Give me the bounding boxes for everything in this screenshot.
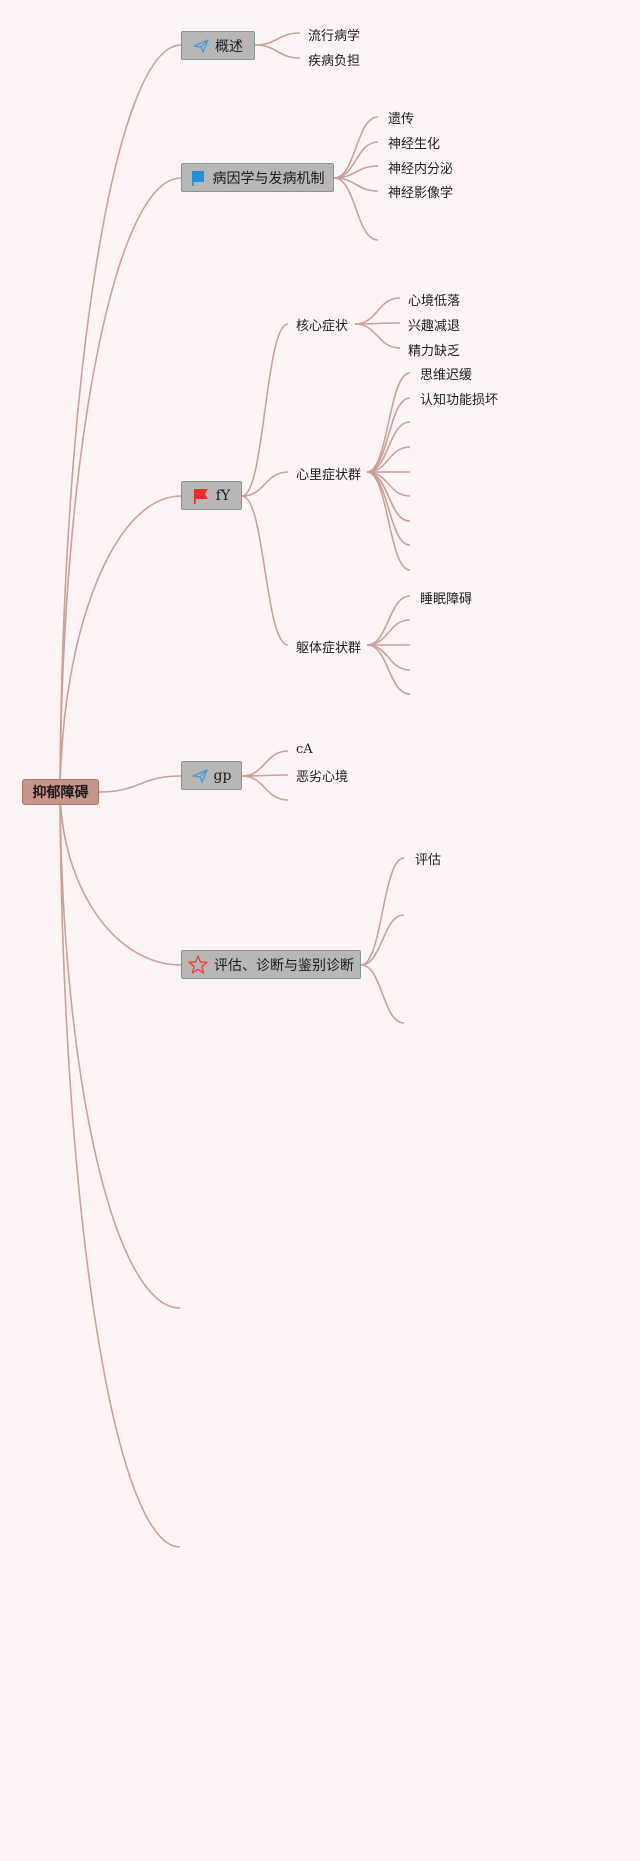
root-node[interactable]: 抑郁障碍 [22, 779, 99, 805]
connector-line [241, 750, 289, 777]
connector-line [366, 421, 411, 473]
leaf-item[interactable]: 疾病负担 [308, 54, 361, 69]
connector-line [333, 177, 379, 241]
connector-line [366, 471, 411, 522]
sub-node[interactable]: 躯体症状群 [296, 641, 362, 656]
leaf-item[interactable]: 认知功能损坏 [420, 393, 499, 408]
connector-line [366, 471, 411, 571]
leaf-item[interactable]: 流行病学 [308, 29, 361, 44]
branch-label: 概述 [215, 38, 243, 55]
leaf-item[interactable]: 遗传 [388, 112, 415, 127]
connector-line [333, 116, 379, 179]
connector-line [354, 297, 401, 325]
blue-flag-icon [191, 170, 207, 186]
leaf-item[interactable]: 神经内分泌 [388, 162, 454, 177]
root-connector-line [59, 495, 182, 793]
connector-line [241, 495, 289, 646]
red-flag-icon [193, 488, 210, 504]
branch-label: 病因学与发病机制 [212, 170, 325, 187]
root-label: 抑郁障碍 [32, 785, 89, 801]
leaf-item[interactable]: 恶劣心境 [296, 770, 349, 785]
connector-line [360, 914, 405, 966]
leaf-item[interactable]: 精力缺乏 [408, 344, 461, 359]
branch-label: gp [213, 767, 232, 784]
connector-line [360, 857, 405, 966]
connector-line [354, 323, 401, 349]
root-connector-line [59, 791, 181, 1548]
root-connector-line [59, 791, 181, 1309]
connector-line [254, 44, 301, 59]
connector-line [366, 372, 411, 473]
sub-node[interactable]: 核心症状 [296, 319, 349, 334]
root-connector-line [98, 775, 182, 793]
leaf-item[interactable]: 兴趣减退 [408, 319, 461, 334]
branch-label: 评估、诊断与鉴别诊断 [214, 957, 354, 974]
leaf-item[interactable]: 神经影像学 [388, 186, 454, 201]
leaf-item[interactable]: 睡眠障碍 [420, 592, 473, 607]
connector-line [241, 775, 289, 801]
paper-plane-icon [191, 768, 208, 783]
leaf-item[interactable]: 评估 [415, 853, 442, 868]
branch-etiology[interactable]: 病因学与发病机制 [181, 163, 334, 192]
leaf-item[interactable]: cA [296, 742, 313, 757]
connector-line [366, 619, 411, 646]
branch-overview[interactable]: 概述 [181, 31, 255, 60]
leaf-item[interactable]: 心境低落 [408, 294, 461, 309]
connector-line [254, 32, 301, 46]
leaf-item[interactable]: 思维迟缓 [420, 368, 473, 383]
leaf-item[interactable]: 神经生化 [388, 137, 441, 152]
connector-line [366, 397, 411, 473]
connector-line [241, 471, 289, 497]
sub-node[interactable]: 心里症状群 [296, 468, 362, 483]
connector-line [366, 644, 411, 695]
branch-assessment[interactable]: 评估、诊断与鉴别诊断 [181, 950, 361, 979]
connector-line [360, 964, 405, 1024]
connector-line [366, 644, 411, 671]
paper-plane-icon [193, 38, 209, 53]
root-connector-line [59, 791, 182, 966]
connector-line [241, 323, 289, 497]
root-connector-line [59, 44, 182, 793]
branch-gp[interactable]: gp [181, 761, 242, 790]
star-icon [188, 955, 208, 974]
branch-fy[interactable]: fY [181, 481, 242, 510]
branch-label: fY [215, 487, 231, 504]
root-connector-line [59, 177, 182, 793]
